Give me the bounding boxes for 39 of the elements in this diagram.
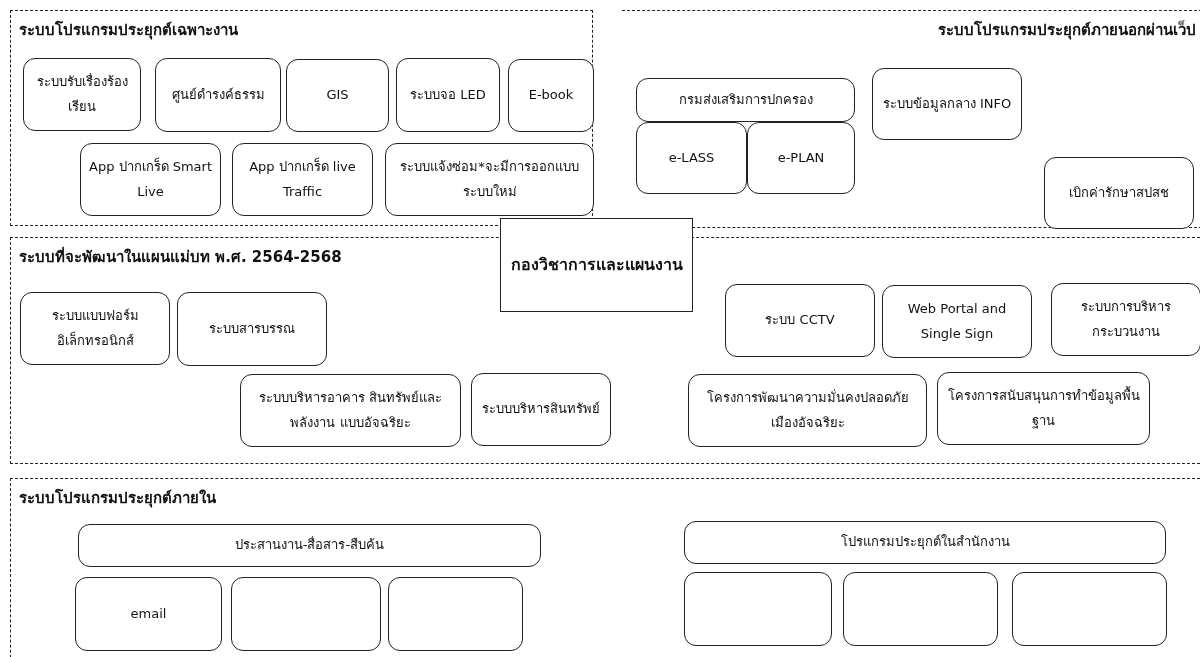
system-box: ระบบรับเรื่องร้องเรียน	[23, 58, 141, 131]
system-box: ระบบข้อมูลกลาง INFO	[872, 68, 1022, 140]
system-box: GIS	[286, 59, 389, 132]
system-box: ระบบการบริหารกระบวนงาน	[1051, 283, 1200, 356]
system-box: e-LASS	[636, 122, 747, 194]
group-frame	[10, 237, 1200, 464]
group-heading: ระบบโปรแกรมประยุกต์ภายใน	[19, 488, 216, 510]
system-box: e-PLAN	[747, 122, 855, 194]
system-box: โครงการพัฒนาความมั่นคงปลอดภัยเมืองอัจฉริยะ	[688, 374, 927, 447]
system-box: ระบบจอ LED	[396, 58, 500, 132]
system-box: เบิกค่ารักษาสปสช	[1044, 157, 1194, 229]
department-box: กองวิชาการและแผนงาน	[500, 218, 693, 312]
system-box	[684, 572, 832, 646]
system-box: App ปากเกร็ด Smart Live	[80, 143, 221, 216]
system-box: ระบบบริหารอาคาร สินทรัพย์และพลังงาน แบบอัจฉริยะ	[240, 374, 461, 447]
group-frame	[10, 10, 593, 226]
group-heading: ระบบโปรแกรมประยุกต์ภายนอกผ่านเว็ป	[938, 19, 1196, 42]
system-box: ระบบแบบฟอร์มอิเล็กทรอนิกส์	[20, 292, 170, 365]
system-box	[1012, 572, 1167, 646]
system-box: โครงการสนับสนุนการทำข้อมูลพื้นฐาน	[937, 372, 1150, 445]
system-box: E-book	[508, 59, 594, 132]
system-box: ระบบบริหารสินทรัพย์	[471, 373, 611, 446]
system-box: ระบบ CCTV	[725, 284, 875, 357]
group-heading: ระบบโปรแกรมประยุกต์เฉพาะงาน	[19, 20, 238, 42]
group-frame	[10, 478, 1200, 657]
group-heading: ระบบที่จะพัฒนาในแผนแม่บท พ.ศ. 2564-2568	[19, 245, 342, 268]
system-box: Web Portal and Single Sign	[882, 285, 1032, 358]
system-box	[231, 577, 381, 651]
group-frame	[622, 10, 1200, 228]
system-box: ศูนย์ดำรงค์ธรรม	[155, 58, 281, 132]
system-box: ระบบสารบรรณ	[177, 292, 327, 366]
system-box: ระบบแจ้งซ่อม*จะมีการออกแบบระบบใหม่	[385, 143, 594, 216]
system-box: ประสานงาน-สื่อสาร-สืบค้น	[78, 524, 541, 567]
system-box	[388, 577, 523, 651]
system-box	[843, 572, 998, 646]
system-box: email	[75, 577, 222, 651]
system-box: โปรแกรมประยุกต์ในสำนักงาน	[684, 521, 1166, 564]
system-box: App ปากเกร็ด live Traffic	[232, 143, 373, 216]
system-box: กรมส่งเสริมการปกครอง	[636, 78, 855, 122]
